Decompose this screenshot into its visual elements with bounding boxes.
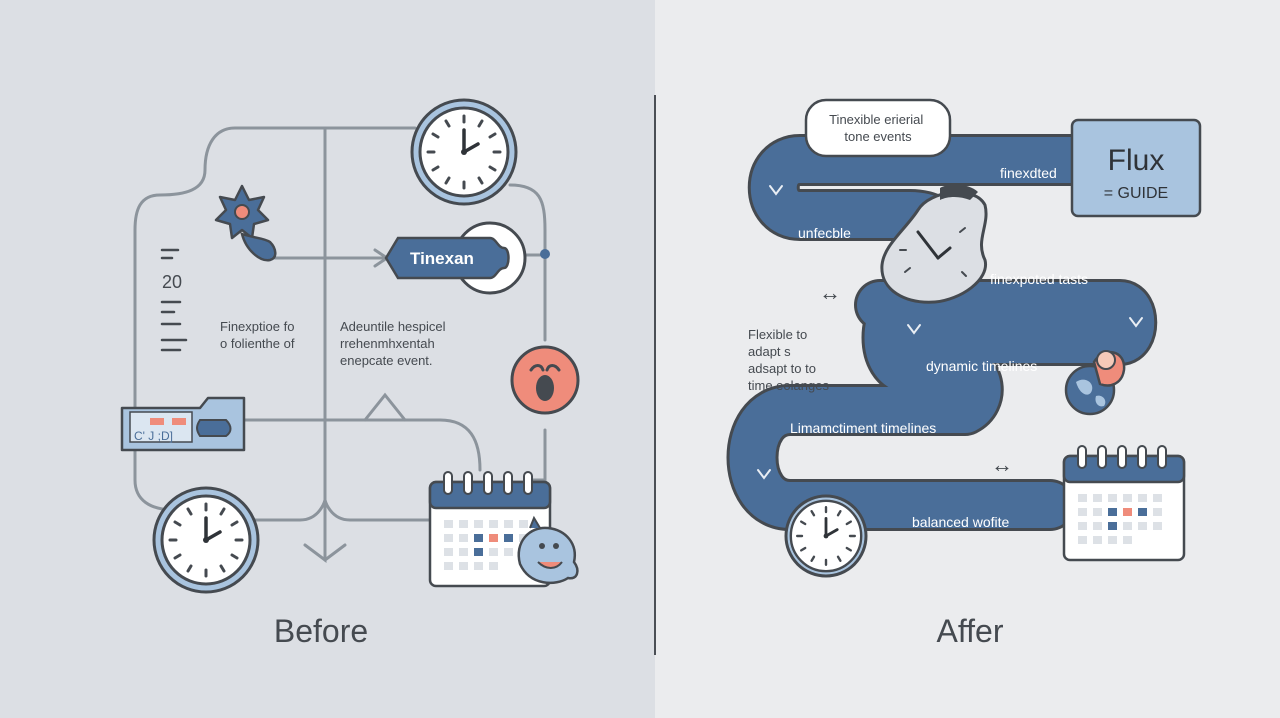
road-chevrons — [757, 185, 1143, 480]
before-blob-character-icon — [517, 515, 579, 585]
double-arrow-icon: ↔ — [819, 280, 841, 305]
number-list — [160, 248, 188, 352]
after-speech-bubble: Tinexible erierial tone events — [804, 98, 952, 158]
number-label: 20 — [162, 272, 182, 292]
after-calendar-icon — [1062, 444, 1186, 562]
road-label-lower: Limamctiment timelines — [790, 420, 936, 436]
after-side-note: Flexible to adapt s adsapt to to time eo… — [748, 327, 829, 393]
road-label-middle: finexpoted tasts — [990, 271, 1088, 287]
road-label-top: finexdted — [1000, 165, 1057, 181]
before-note-right: Adeuntile hespicel rrehenmhxentah enepca… — [340, 319, 449, 368]
road-label-left: unfecble — [798, 225, 851, 241]
before-caption: Before — [274, 613, 368, 649]
surprised-face-icon — [510, 345, 580, 415]
gear-icon — [214, 184, 277, 262]
svg-text:Tinexible erierial ton: Tinexible erierial tone events — [829, 112, 927, 144]
melting-clock-icon — [880, 184, 988, 304]
globe-character-icon — [1064, 350, 1126, 416]
connector-node — [540, 249, 550, 259]
before-clock-top-icon — [410, 98, 518, 206]
flux-guide-logo: Flux = GUIDE — [1070, 118, 1202, 218]
folder-icon: C' J ;D] — [120, 396, 246, 452]
before-clock-bottom-icon — [152, 486, 260, 594]
after-clock-icon — [784, 494, 868, 578]
after-caption: Affer — [937, 613, 1004, 649]
road-label-bottom: balanced wofite — [912, 514, 1010, 530]
double-arrow-icon: ↔ — [991, 452, 1013, 477]
before-note-left: Finexptioe fo o folienthe of — [220, 319, 298, 351]
before-tag: Tinexan — [384, 221, 527, 295]
brand-subtitle: = GUIDE — [1104, 185, 1168, 202]
brand-title: Flux — [1108, 144, 1165, 177]
folder-text: C' J ;D] — [134, 429, 173, 443]
tag-label: Tinexan — [410, 249, 474, 268]
road-label-dynamic: dynamic timelines — [926, 358, 1037, 374]
before-connector-lines — [133, 126, 547, 563]
